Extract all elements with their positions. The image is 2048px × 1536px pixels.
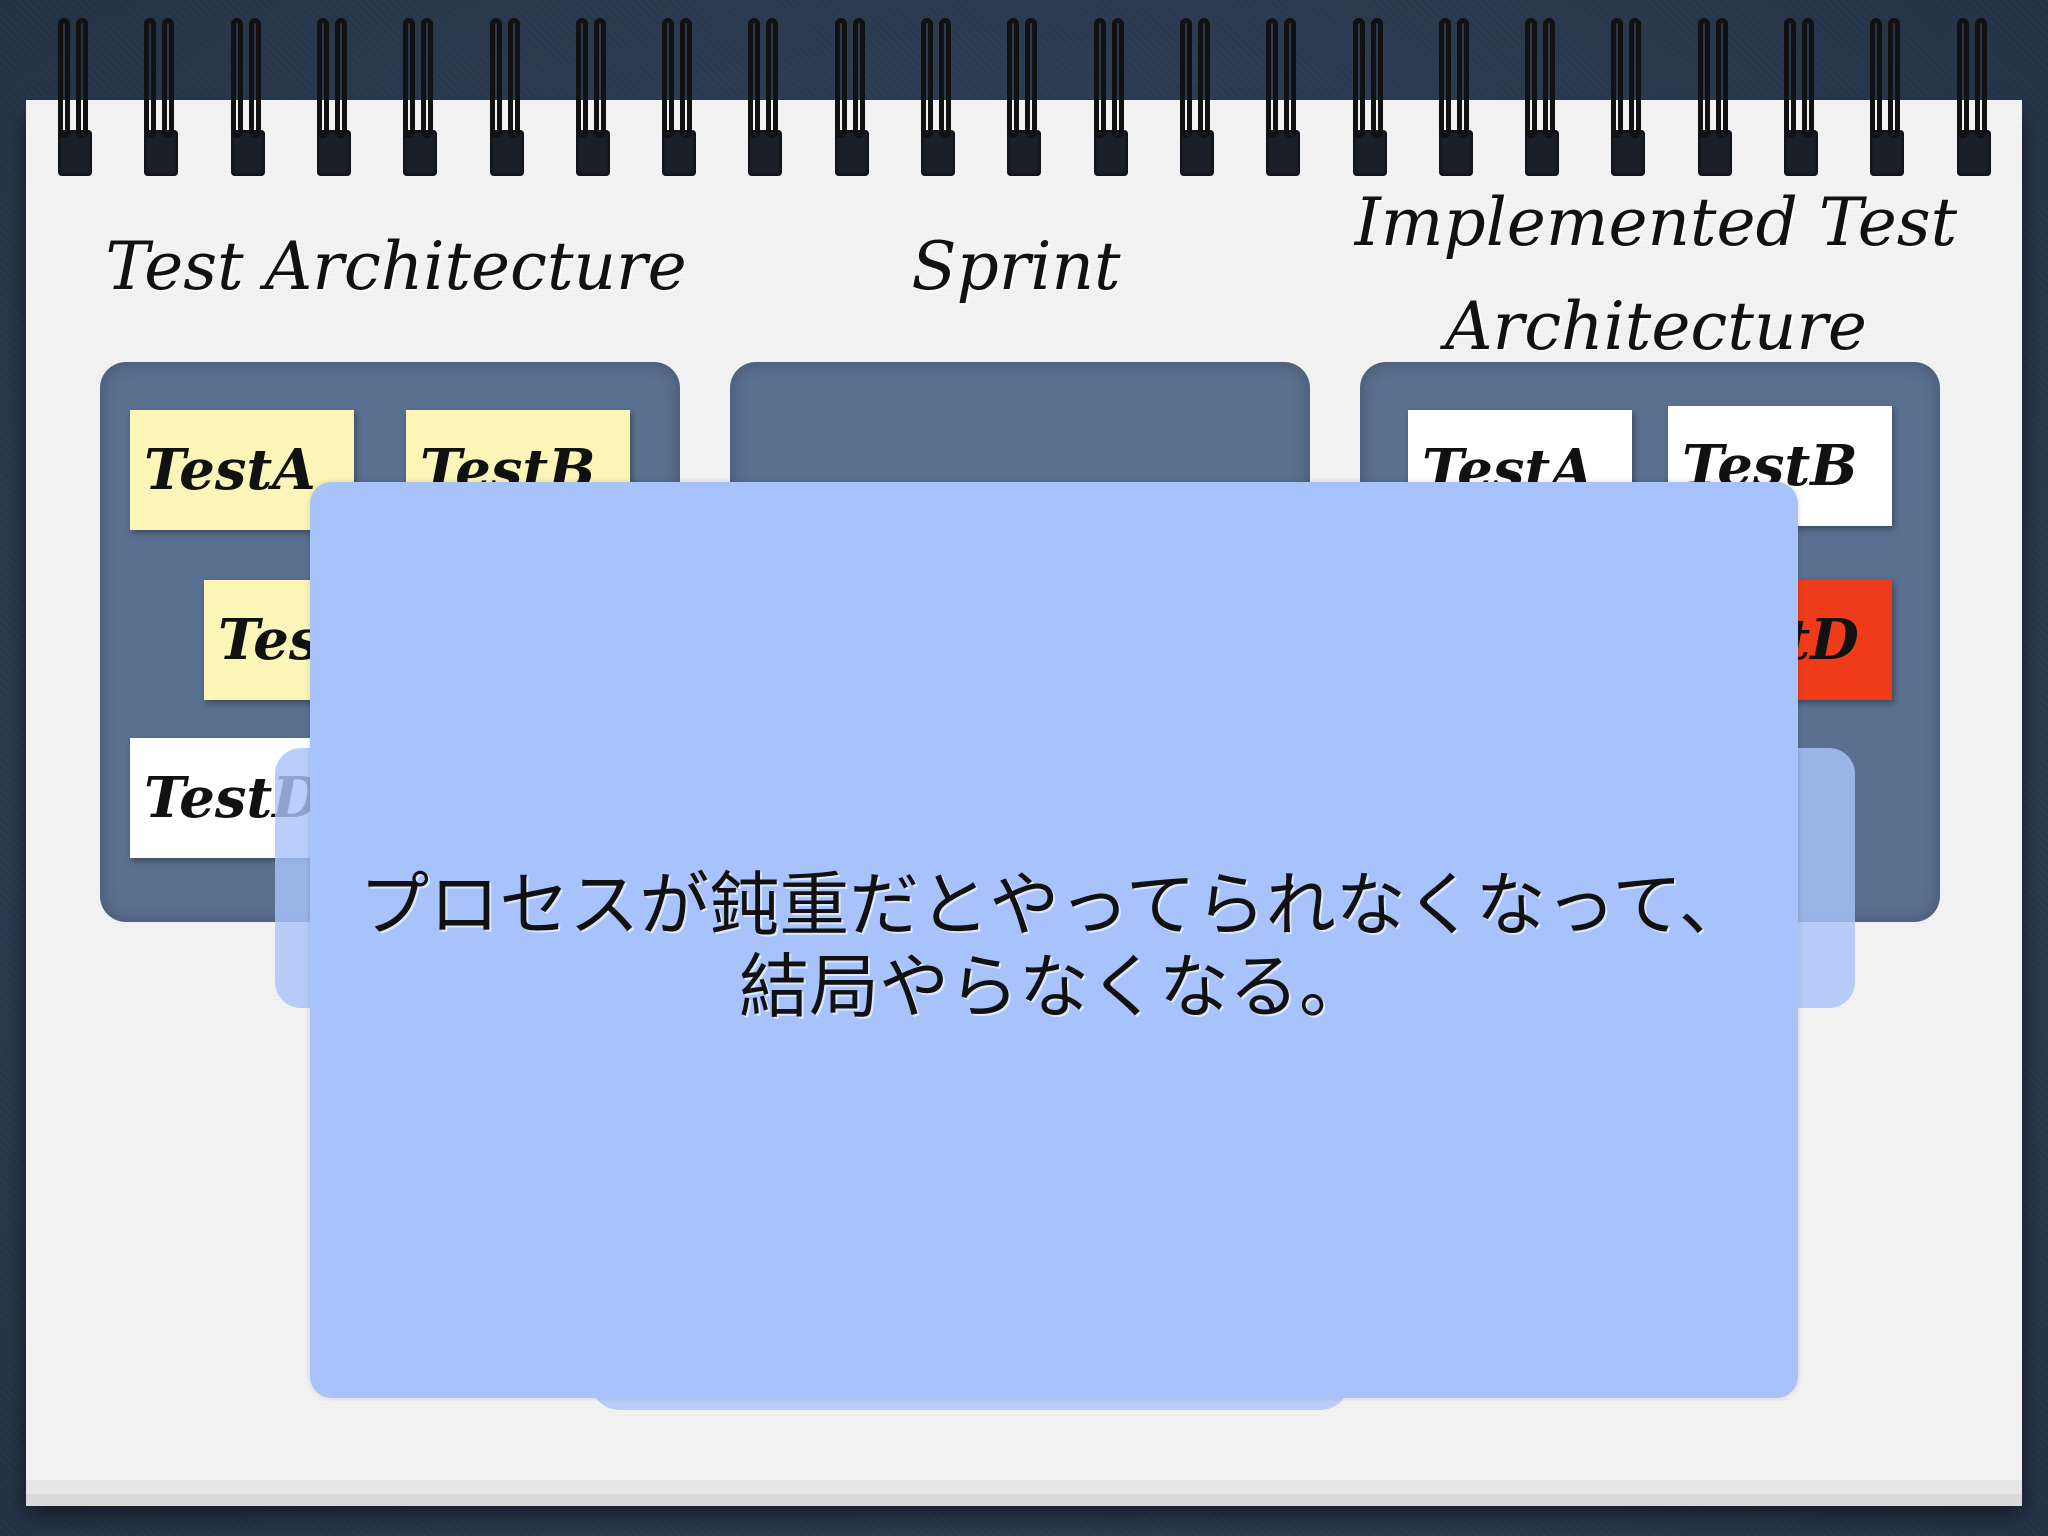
spiral-binding	[56, 18, 2006, 183]
column-title-implemented-line1: Implemented Test	[1354, 184, 1958, 261]
binding-ring	[919, 18, 959, 178]
binding-ring	[833, 18, 873, 178]
binding-ring	[142, 18, 182, 178]
binding-ring	[229, 18, 269, 178]
binding-ring	[315, 18, 355, 178]
column-title-test-architecture: Test Architecture	[105, 228, 687, 305]
binding-ring	[1092, 18, 1132, 178]
binding-ring	[746, 18, 786, 178]
column-title-sprint: Sprint	[911, 228, 1121, 305]
binding-ring	[1609, 18, 1649, 178]
binding-ring	[488, 18, 528, 178]
binding-ring	[1782, 18, 1822, 178]
binding-ring	[660, 18, 700, 178]
overlay-message-text: プロセスが鈍重だとやってられなくなって、結局やらなくなる。	[359, 864, 1749, 1028]
binding-ring	[1351, 18, 1391, 178]
message-overlay: プロセスが鈍重だとやってられなくなって、結局やらなくなる。	[310, 482, 1798, 1398]
binding-ring	[1868, 18, 1908, 178]
binding-ring	[1696, 18, 1736, 178]
binding-ring	[56, 18, 96, 178]
column-title-implemented-line2: Architecture	[1445, 288, 1867, 365]
binding-ring	[401, 18, 441, 178]
binding-ring	[1523, 18, 1563, 178]
binding-ring	[1955, 18, 1995, 178]
binding-ring	[1264, 18, 1304, 178]
binding-ring	[1005, 18, 1045, 178]
binding-ring	[1178, 18, 1218, 178]
binding-ring	[574, 18, 614, 178]
binding-ring	[1437, 18, 1477, 178]
